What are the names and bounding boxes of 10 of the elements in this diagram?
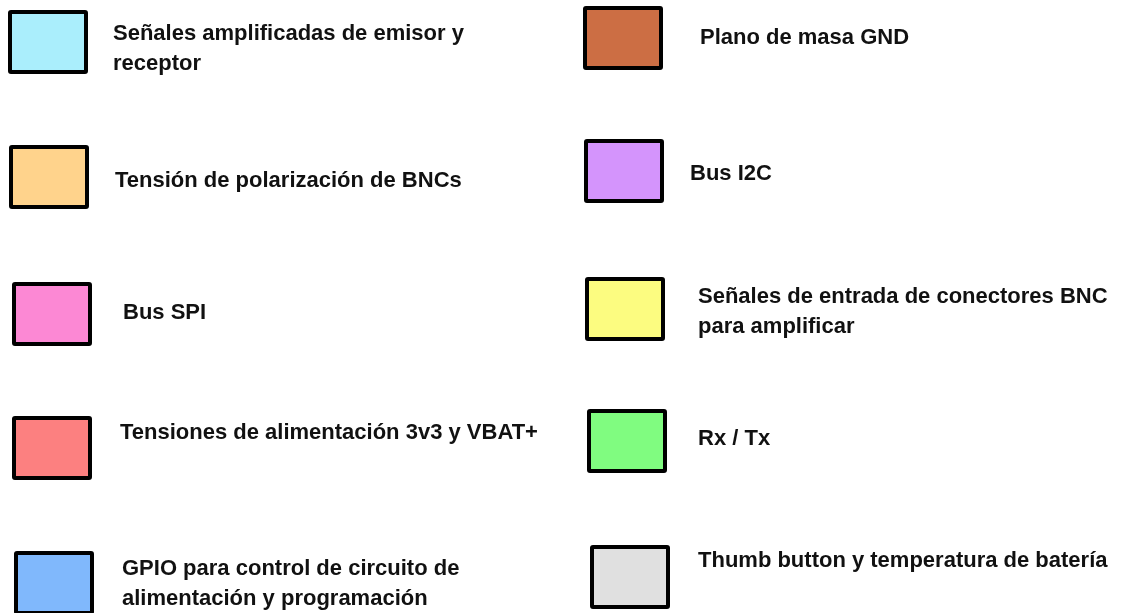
legend-label: Tensiones de alimentación 3v3 y VBAT+	[120, 418, 539, 446]
legend-label: Señales amplificadas de emisor y receptor	[113, 19, 465, 77]
legend-label: Tensión de polarización de BNCs	[115, 166, 463, 194]
legend-label: Rx / Tx	[698, 424, 772, 452]
legend-label: GPIO para control de circuito de alimentación y programación	[122, 554, 461, 612]
legend-label: Bus I2C	[690, 159, 773, 187]
legend-label: Señales de entrada de conectores BNC para amplificar	[698, 282, 1109, 340]
legend-label: Thumb button y temperatura de batería	[698, 546, 1109, 574]
legend-label: Bus SPI	[123, 298, 208, 326]
legend-label: Plano de masa GND	[700, 23, 911, 51]
